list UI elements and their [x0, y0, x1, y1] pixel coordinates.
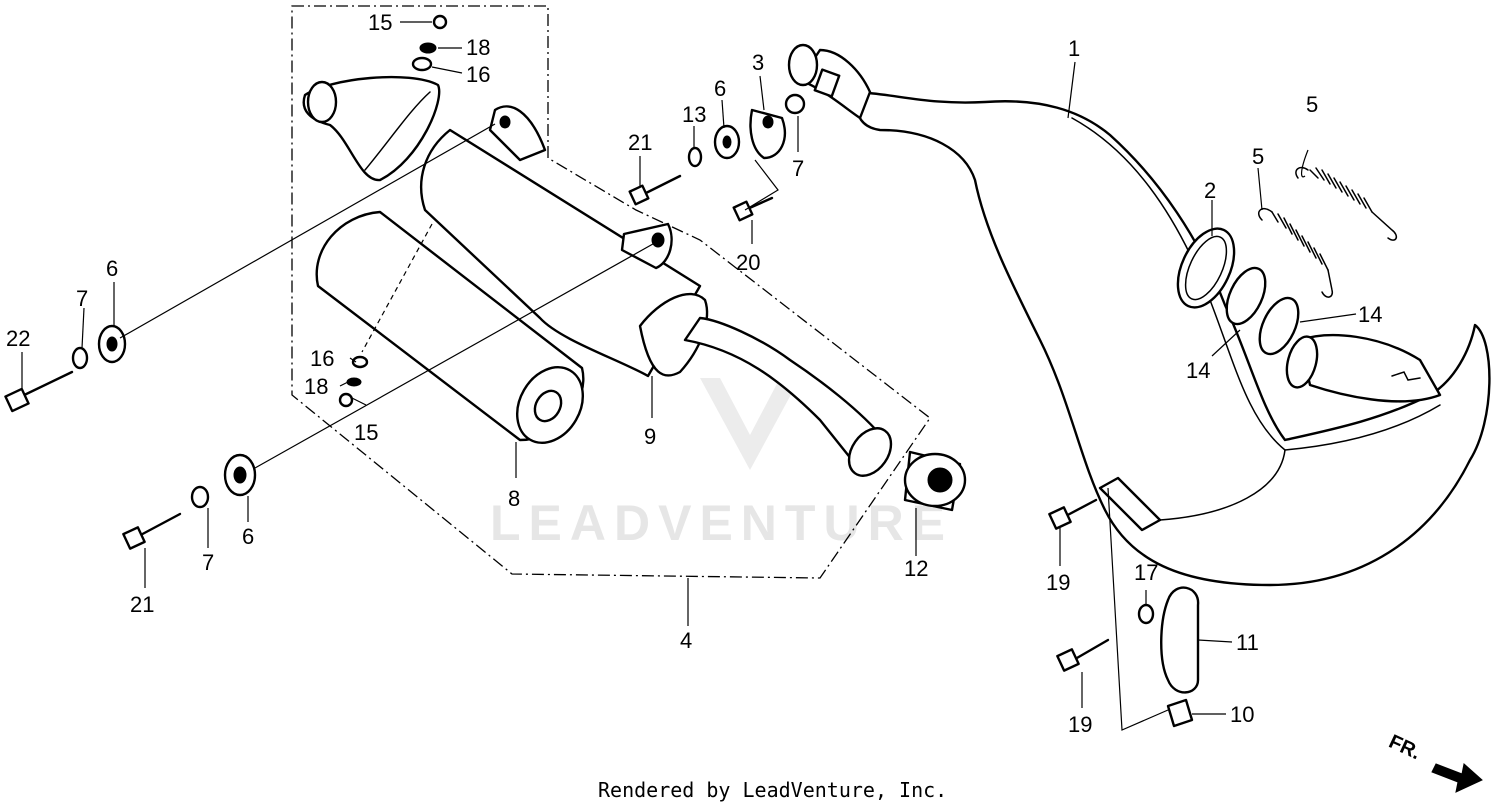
joint-rubber — [903, 450, 967, 512]
callout-11: 11 — [1236, 630, 1259, 655]
collar-7-top — [784, 93, 806, 115]
callout-12: 12 — [904, 556, 928, 581]
callout-6-left: 6 — [106, 256, 118, 281]
callout-5-upper: 5 — [1306, 92, 1318, 117]
callout-2: 2 — [1204, 178, 1216, 203]
leader-lines — [21, 21, 1357, 731]
bolt-21-bottom — [122, 512, 182, 550]
screw-15-top — [432, 14, 448, 30]
front-direction-indicator: FR. — [1385, 731, 1483, 793]
bracket-3 — [749, 108, 787, 160]
callout-21-bottom: 21 — [130, 592, 154, 617]
end-cap — [302, 75, 441, 182]
callout-13: 13 — [682, 102, 706, 127]
callout-22: 22 — [6, 326, 30, 351]
callout-15-top: 15 — [368, 10, 392, 35]
callout-10: 10 — [1230, 702, 1254, 727]
callout-6-top: 6 — [714, 76, 726, 101]
credit-line: Rendered by LeadVenture, Inc. — [598, 778, 947, 802]
callout-15-bottom: 15 — [354, 420, 378, 445]
gasket-2 — [1176, 227, 1236, 309]
spring-5-upper — [1295, 166, 1398, 241]
callout-17: 17 — [1134, 560, 1158, 585]
collar-7-bottom — [190, 485, 210, 509]
callout-16-top: 16 — [466, 62, 490, 87]
washer-18-top — [419, 42, 437, 54]
bolt-22 — [4, 370, 74, 413]
nut-10 — [1166, 698, 1194, 728]
watermark: LEADVENTURE — [490, 378, 953, 551]
muffler-body — [420, 105, 893, 477]
washer-16-top — [411, 56, 433, 72]
collar-7-left — [71, 346, 89, 370]
callout-7-left: 7 — [76, 286, 88, 311]
callout-20: 20 — [736, 250, 760, 275]
watermark-text: LEADVENTURE — [490, 495, 953, 551]
callout-19-bottom: 19 — [1068, 712, 1092, 737]
callout-19-top: 19 — [1046, 570, 1070, 595]
washer-13 — [687, 146, 703, 168]
callout-6-bottom: 6 — [242, 524, 254, 549]
callout-9: 9 — [644, 424, 656, 449]
bolt-19-bottom — [1056, 638, 1110, 672]
washer-17 — [1137, 603, 1155, 625]
callout-18-top: 18 — [466, 35, 490, 60]
callout-1: 1 — [1068, 36, 1080, 61]
callout-18-bottom: 18 — [304, 374, 328, 399]
callout-7-top: 7 — [792, 156, 804, 181]
grommet-6-left — [97, 324, 127, 364]
callout-14-right: 14 — [1358, 302, 1382, 327]
callout-21-top: 21 — [628, 130, 652, 155]
bolt-21-top — [628, 174, 682, 206]
callout-3: 3 — [752, 50, 764, 75]
spring-5-lower — [1258, 208, 1334, 298]
fr-label: FR. — [1385, 731, 1423, 765]
grommet-6-bottom — [223, 453, 257, 497]
callout-14-left: 14 — [1186, 358, 1210, 383]
silencer-packing — [315, 210, 585, 444]
callout-8: 8 — [508, 486, 520, 511]
assembly-boundary — [291, 5, 931, 579]
front-arrow-icon — [1431, 763, 1483, 793]
gasket-14b — [1258, 296, 1300, 356]
bracket-11 — [1160, 586, 1200, 694]
grommet-6-top — [713, 124, 741, 160]
expansion-chamber — [787, 43, 1491, 587]
callout-7-bottom: 7 — [202, 550, 214, 575]
callout-16-bottom: 16 — [310, 346, 334, 371]
washer-18-bottom — [346, 377, 362, 387]
callout-5-lower: 5 — [1252, 144, 1264, 169]
bolt-19-top — [1048, 498, 1098, 530]
callouts: 1 2 3 4 5 5 6 6 6 7 7 7 8 9 10 11 12 13 … — [6, 10, 1382, 737]
screw-15-bottom — [338, 392, 354, 408]
washer-16-bottom — [351, 355, 369, 369]
callout-4: 4 — [680, 628, 692, 653]
gasket-14a — [1225, 266, 1267, 326]
bolt-20 — [732, 196, 774, 222]
